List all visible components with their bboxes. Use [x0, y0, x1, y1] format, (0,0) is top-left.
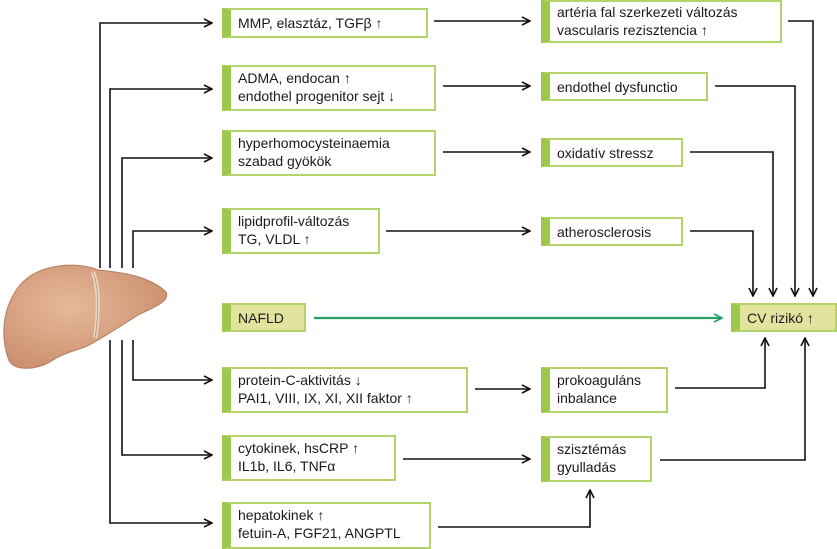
mediator-box-cytokines: cytokinek, hsCRP ↑ IL1b, IL6, TNFα [222, 435, 396, 481]
mediator-text: hyperhomocysteinaemia [238, 135, 390, 151]
outcome-text: endothel dysfunctio [557, 79, 678, 95]
mediator-box-homocysteine: hyperhomocysteinaemia szabad gyökök [222, 130, 436, 176]
arrow-liver-lipid [132, 231, 212, 268]
arrow-liver-mmp [99, 23, 212, 268]
cv-risk-label: CV rizikó ↑ [747, 310, 814, 326]
outcome-box-oxidative: oxidatív stressz [541, 138, 683, 167]
arrow-liver-cytokines [121, 340, 212, 455]
nafld-label: NAFLD [238, 310, 284, 326]
outcome-text: gyulladás [557, 459, 617, 475]
mediator-text: ADMA, endocan ↑ [238, 70, 351, 86]
outcome-box-inflammation: szisztémás gyulladás [541, 436, 652, 482]
arrow-arterial-cv [788, 20, 813, 296]
outcome-text: artéria fal szerkezeti változás [557, 4, 738, 20]
outcome-text: atherosclerosis [557, 224, 652, 240]
mediator-box-adma: ADMA, endocan ↑ endothel progenitor sejt… [222, 65, 436, 111]
arrow-liver-homocysteine [121, 158, 212, 268]
mediator-box-hepatokines: hepatokinek ↑ fetuin-A, FGF21, ANGPTL [222, 502, 431, 549]
outcome-box-arterial: artéria fal szerkezeti változás vascular… [541, 0, 782, 43]
arrow-hepatokines-inflammation [438, 490, 590, 528]
mediator-text: hepatokinek ↑ [238, 507, 325, 523]
mediator-text: MMP, elasztáz, TGFβ ↑ [238, 15, 383, 31]
outcome-text: oxidatív stressz [557, 145, 654, 161]
arrow-liver-protein-c [132, 340, 212, 380]
mediator-text: endothel progenitor sejt ↓ [238, 88, 396, 104]
outcome-text: vascularis rezisztencia ↑ [557, 22, 708, 38]
outcome-text: inbalance [557, 390, 617, 406]
outcome-box-athero: atherosclerosis [541, 217, 683, 246]
outcome-text: szisztémás [557, 441, 627, 457]
mediator-text: IL1b, IL6, TNFα [238, 458, 336, 474]
mediator-text: TG, VLDL ↑ [238, 231, 311, 247]
outcome-text: prokoaguláns [557, 372, 642, 388]
mediator-box-mmp: MMP, elasztáz, TGFβ ↑ [222, 8, 428, 38]
arrow-liver-adma [109, 89, 212, 268]
arrow-procoag-cv [675, 338, 765, 389]
mediator-text: cytokinek, hsCRP ↑ [238, 440, 360, 456]
arrow-endothel-cv [715, 85, 795, 296]
mediator-box-protein-c: protein-C-aktivitás ↓ PAI1, VIII, IX, XI… [222, 367, 468, 413]
mediator-text: protein-C-aktivitás ↓ [238, 372, 362, 388]
outcome-box-endothel: endothel dysfunctio [541, 72, 708, 101]
cv-risk-box: CV rizikó ↑ [731, 303, 837, 332]
mediator-text: szabad gyökök [238, 153, 332, 169]
arrow-inflammation-cv [660, 338, 805, 461]
liver-illustration [3, 264, 168, 369]
outcome-box-procoag: prokoaguláns inbalance [541, 367, 668, 413]
nafld-box: NAFLD [222, 303, 306, 332]
mediator-text: PAI1, VIII, IX, XI, XII faktor ↑ [238, 390, 413, 406]
arrow-athero-cv [690, 230, 753, 296]
mediator-box-lipid: lipidprofil-változás TG, VLDL ↑ [222, 208, 380, 254]
arrow-liver-hepatokines [109, 340, 212, 523]
arrow-oxidative-cv [690, 151, 773, 296]
mediator-text: lipidprofil-változás [238, 213, 350, 229]
mediator-text: fetuin-A, FGF21, ANGPTL [238, 525, 401, 541]
